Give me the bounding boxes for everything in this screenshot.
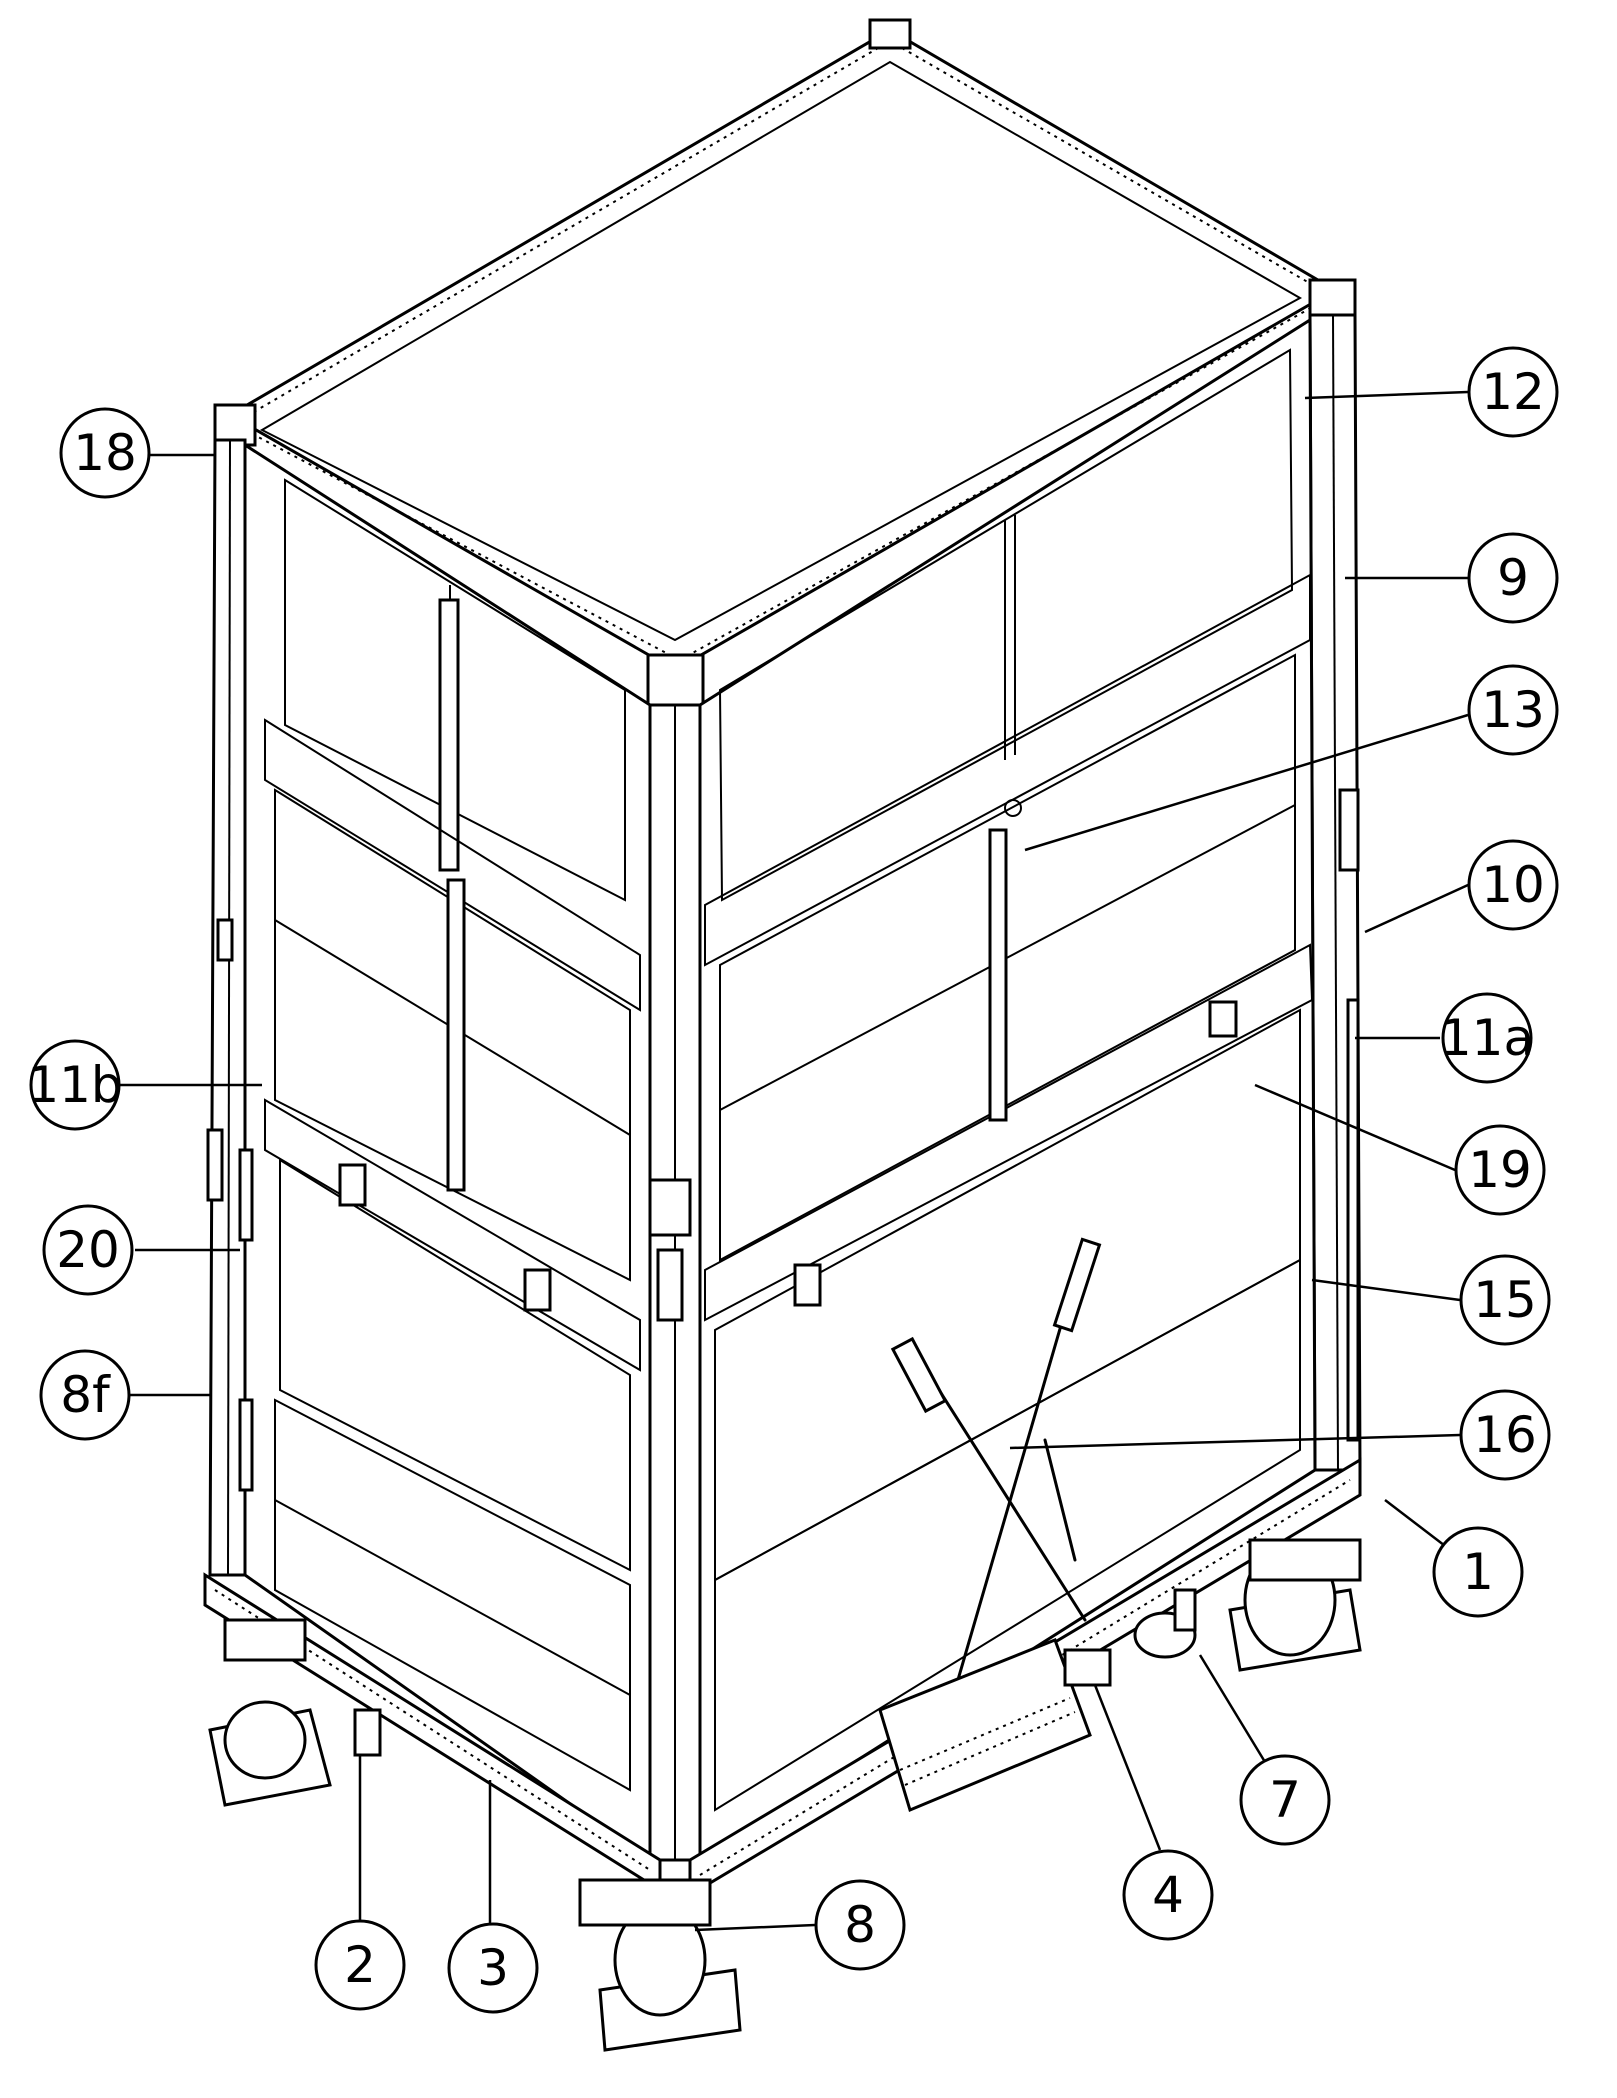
left-hinge-1 [216,918,234,962]
svg-text:1: 1 [1462,1543,1494,1601]
left-hinge-2 [206,1128,224,1202]
upper-left-strap [438,598,460,872]
lid-corner-back [868,18,912,50]
svg-text:13: 13 [1481,681,1545,739]
svg-text:15: 15 [1473,1271,1537,1329]
svg-text:3: 3 [477,1939,509,1997]
caster-front [578,1878,742,2052]
svg-text:11a: 11a [1440,1009,1534,1067]
brace-handle-b [1052,1237,1102,1333]
ramp [878,1638,1092,1813]
callout-11b: 11b [27,1039,123,1131]
callout-2: 2 [314,1919,406,2011]
brace-a [918,1358,1087,1622]
svg-text:18: 18 [73,424,137,482]
right-latch [793,1263,822,1307]
svg-text:20: 20 [56,1221,120,1279]
left-latch-1 [338,1163,367,1207]
strap-eyelet [1004,799,1022,817]
callout-8f: 8f [39,1349,131,1441]
casters [208,1538,1362,2052]
svg-text:8: 8 [844,1896,876,1954]
svg-text:2: 2 [344,1936,376,1994]
middle-left-strap [446,878,466,1192]
brake-pedal [353,1708,382,1757]
left-lock-bar-lower [238,1398,254,1492]
callout-11a: 11a [1440,992,1534,1084]
callout-9: 9 [1467,532,1559,624]
left-lock-bar [238,1148,254,1242]
svg-text:11b: 11b [27,1056,122,1114]
middle-right-strap [988,828,1008,1122]
lid-corner-front [646,653,705,712]
svg-text:16: 16 [1473,1406,1537,1464]
lid-corner-right [1308,278,1357,322]
callout-13: 13 [1467,664,1559,756]
callout-18: 18 [59,407,151,499]
svg-text:9: 9 [1497,549,1529,607]
svg-text:8f: 8f [60,1366,111,1424]
callout-4: 4 [1122,1849,1214,1941]
callout-10: 10 [1467,839,1559,931]
center-hinge [648,1178,692,1237]
callout-3: 3 [447,1922,539,2014]
caster-left [208,1618,332,1807]
right-hinge [1338,788,1360,872]
callout-15: 15 [1459,1254,1551,1346]
caster-right [1228,1538,1362,1672]
callout-7: 7 [1239,1754,1331,1846]
center-lock [656,1248,684,1322]
svg-text:7: 7 [1269,1771,1301,1829]
callout-19: 19 [1454,1124,1546,1216]
left-latch-2 [523,1268,552,1312]
callout-12: 12 [1467,346,1559,438]
callout-8: 8 [814,1879,906,1971]
brace-handle-a [890,1336,948,1414]
callout-1: 1 [1432,1526,1524,1618]
svg-text:12: 12 [1481,363,1545,421]
base-pallet [203,1457,1362,1898]
left-face [206,442,652,1863]
right-face [648,317,1360,1863]
top-lid [213,18,1357,712]
leader-lines [120,390,1469,1932]
svg-text:19: 19 [1468,1141,1532,1199]
right-lock-rod [1346,998,1360,1442]
right-latch-top [1208,1000,1238,1038]
brace-b [953,1258,1082,1692]
svg-text:10: 10 [1481,856,1545,914]
callout-16: 16 [1459,1389,1551,1481]
svg-text:4: 4 [1152,1866,1184,1924]
caster-mid [1063,1588,1197,1687]
callout-20: 20 [42,1204,134,1296]
